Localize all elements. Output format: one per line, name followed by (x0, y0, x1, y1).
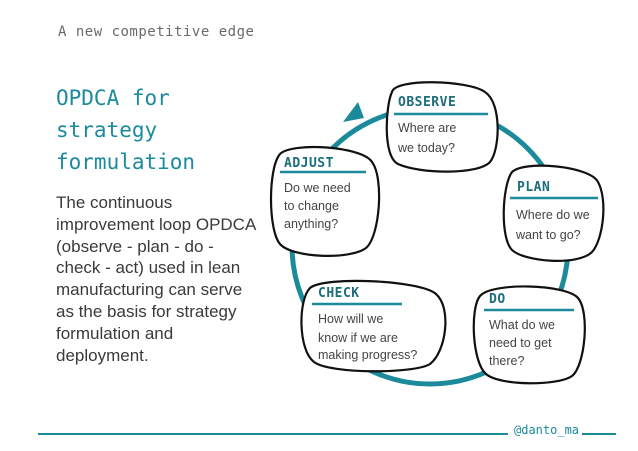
check-label: CHECK (318, 286, 360, 301)
page-title: OPDCA for strategy formulation (56, 82, 216, 178)
adjust-label: ADJUST (284, 156, 334, 171)
plan-text-2: want to go? (516, 228, 581, 242)
do-text-3: there? (489, 354, 525, 368)
adjust-text-2: to change (284, 199, 339, 213)
check-text-3: making progress? (318, 348, 418, 362)
observe-label: OBSERVE (398, 95, 457, 110)
plan-blob (502, 164, 605, 262)
plan-label: PLAN (517, 180, 551, 195)
title-line-3: formulation (56, 150, 196, 174)
adjust-blob (269, 145, 381, 257)
title-line-2: strategy (56, 118, 158, 142)
check-text-1: How will we (318, 312, 384, 326)
description-text: The continuous improvement loop OPDCA (o… (56, 193, 256, 365)
plan-text-1: Where do we (516, 208, 590, 222)
subtitle: A new competitive edge (58, 24, 255, 40)
do-text-2: need to get (489, 336, 552, 350)
observe-text-1: Where are (398, 121, 457, 135)
observe-blob (385, 81, 499, 173)
adjust-text-1: Do we need (284, 181, 351, 195)
check-text-2: know if we are (318, 331, 398, 345)
observe-text-2: we today? (398, 141, 455, 155)
do-label: DO (489, 292, 506, 307)
do-text-1: What do we (489, 318, 556, 332)
cycle-arrowhead (343, 102, 364, 122)
adjust-text-3: anything? (284, 217, 339, 231)
footer-handle: @danto_ma (514, 423, 580, 437)
title-line-1: OPDCA for (56, 86, 170, 110)
